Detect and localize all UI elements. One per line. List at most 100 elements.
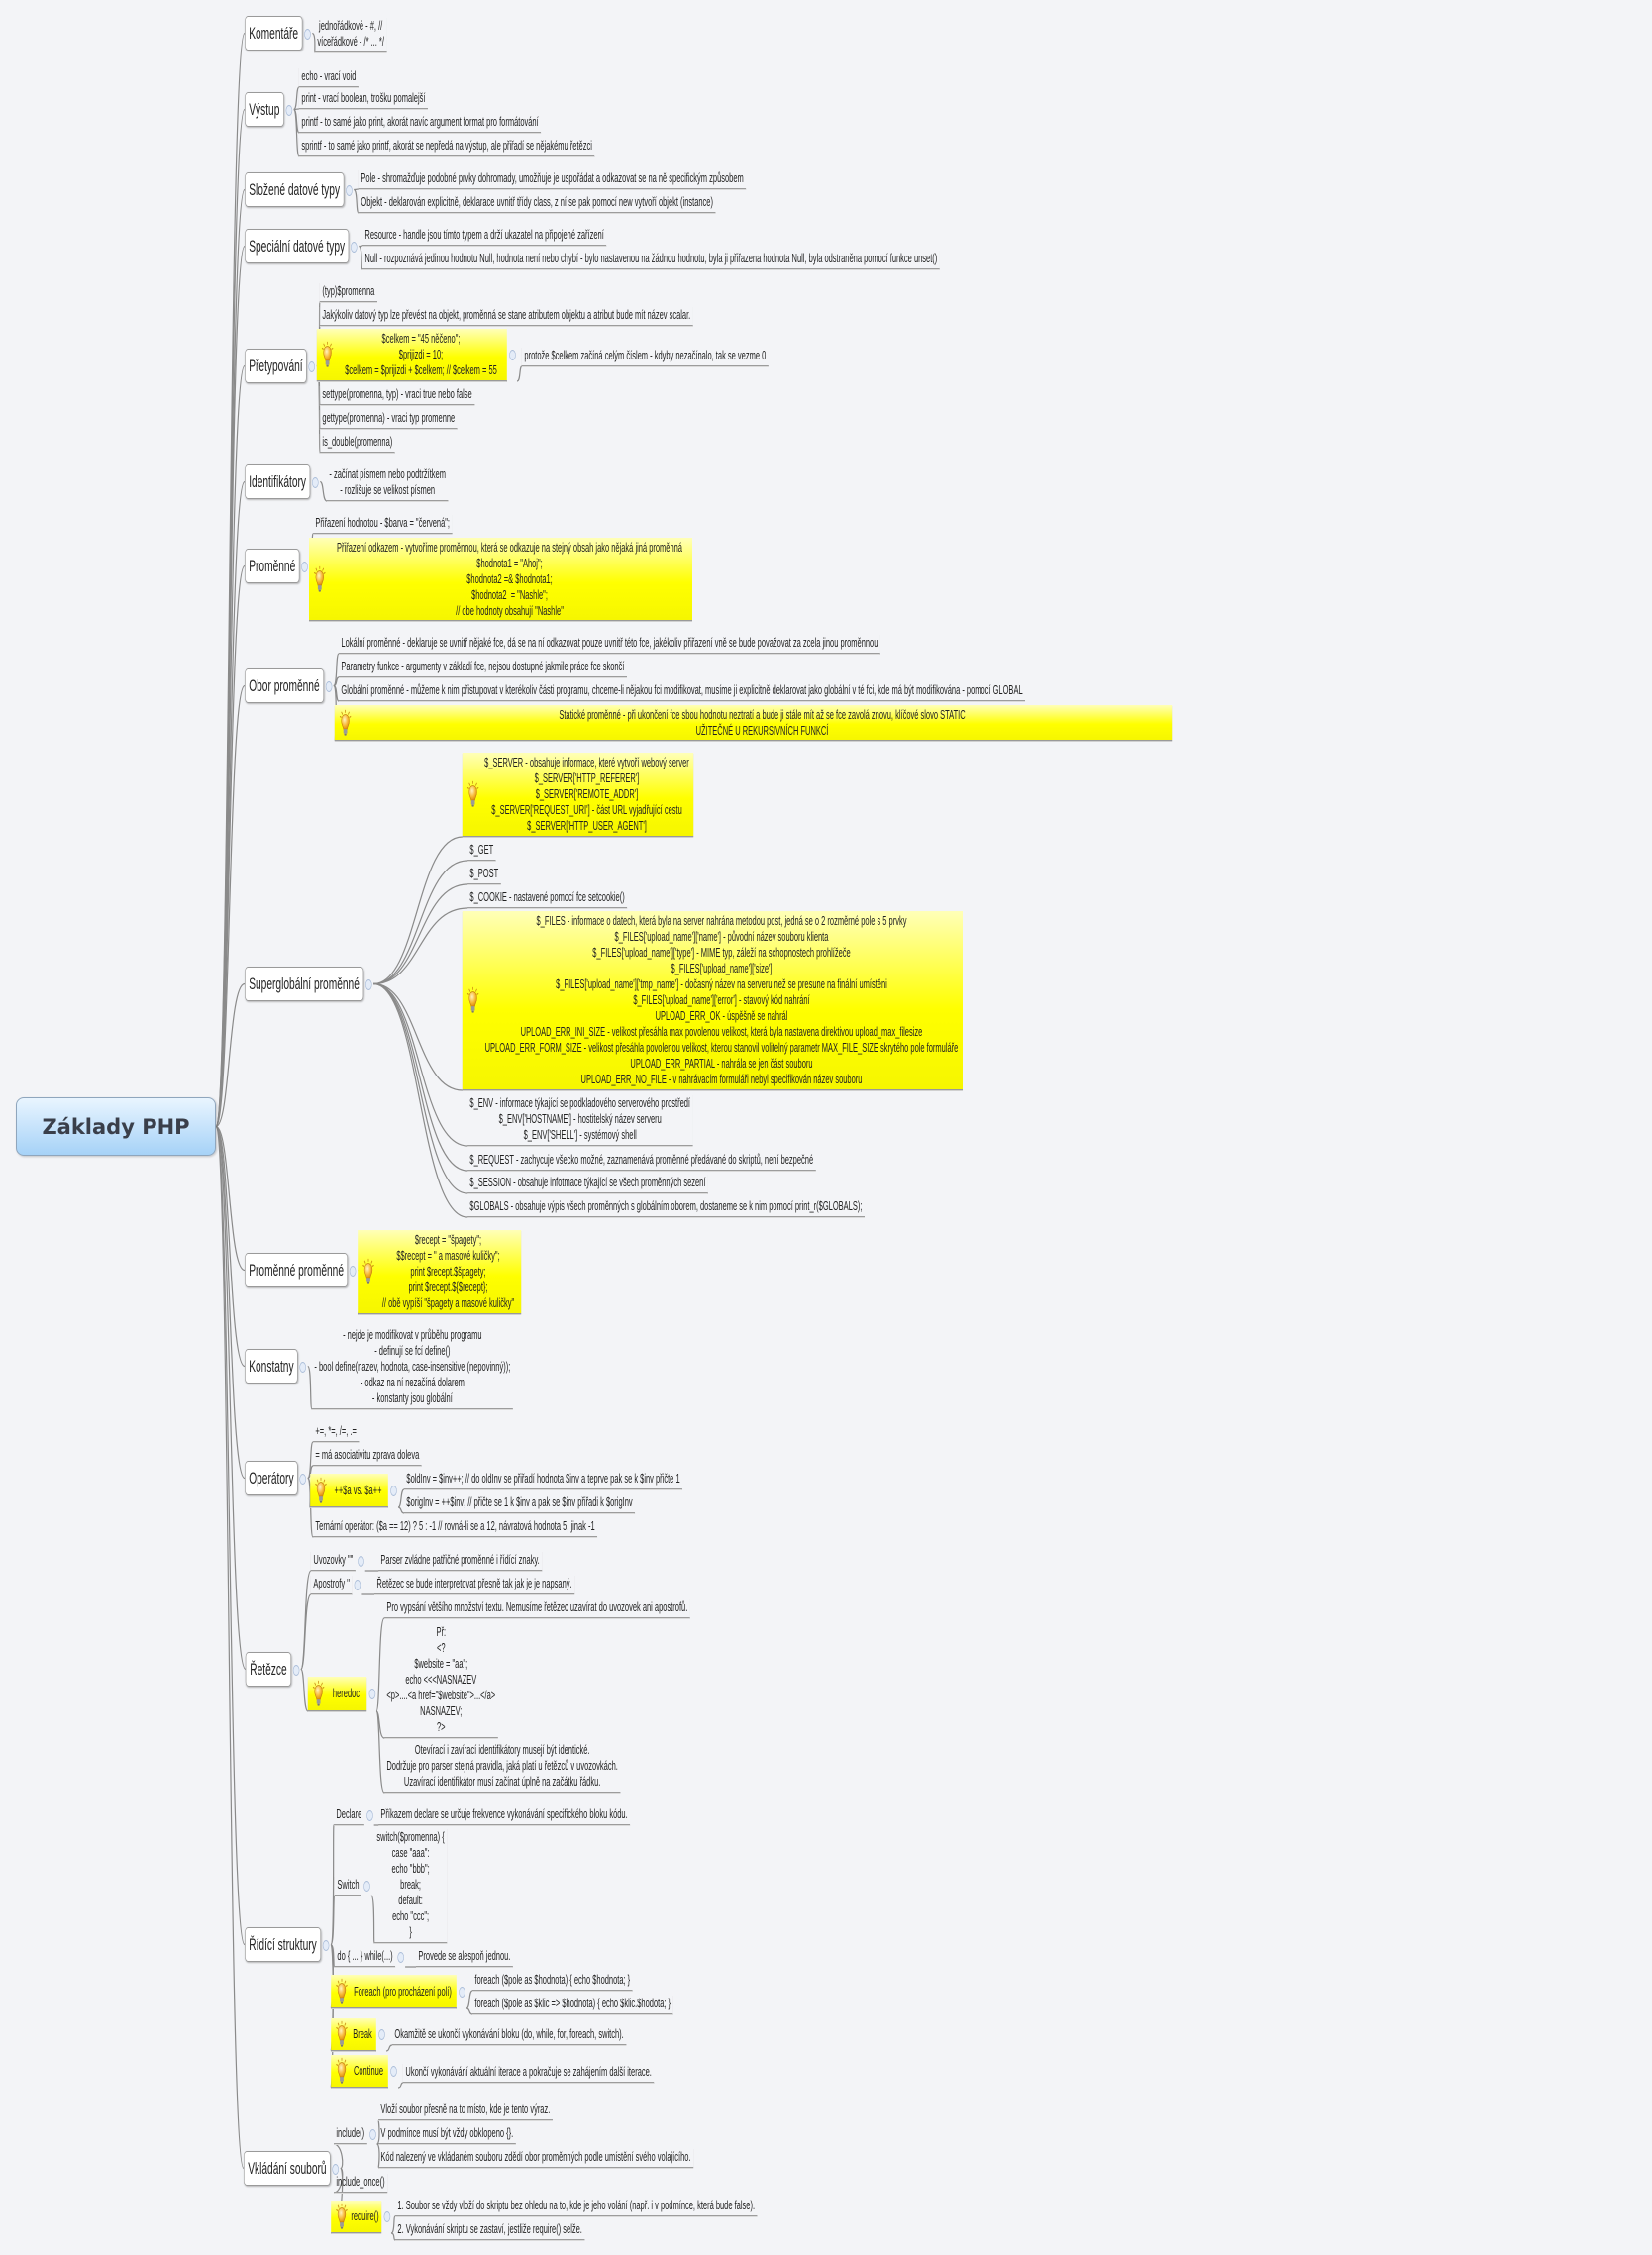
note-require[interactable]: require() bbox=[330, 2201, 390, 2233]
list-item[interactable]: Pro vypsání většího množství textu. Nemu… bbox=[383, 1598, 690, 1618]
list-item[interactable]: Provede se alespoň jednou. bbox=[416, 1947, 513, 1967]
code-block[interactable]: Př: <? $website = "aa"; echo <<<NASNAZEV… bbox=[383, 1623, 498, 1738]
collapse-toggle[interactable] bbox=[366, 1809, 373, 1821]
collapse-toggle[interactable] bbox=[325, 680, 333, 692]
collapse-toggle[interactable] bbox=[383, 2211, 390, 2222]
collapse-toggle[interactable] bbox=[312, 476, 319, 488]
note-foreach[interactable]: Foreach (pro procházení polí) bbox=[330, 1975, 465, 2008]
list-item[interactable]: Okamžitě se ukončí vykonávání bloku (do,… bbox=[392, 2025, 627, 2045]
code-block[interactable]: switch($promenna) { case "aaa": echo "bb… bbox=[374, 1828, 448, 1943]
list-item[interactable]: $oldInv = $inv++; // do oldInv se přiřad… bbox=[404, 1470, 683, 1489]
collapse-toggle[interactable] bbox=[378, 2029, 385, 2040]
note-item[interactable]: $recept = "špagety"; $$recept = " a maso… bbox=[357, 1230, 521, 1314]
collapse-toggle[interactable] bbox=[459, 1986, 465, 1998]
list-item[interactable]: Řetězec se bude interpretovat přesně tak… bbox=[374, 1575, 575, 1594]
subtopic-switch[interactable]: Switch bbox=[334, 1876, 370, 1896]
topic-konstanty[interactable]: Konstatny bbox=[244, 1349, 307, 1384]
note-item[interactable]: ++$a vs. $a++ bbox=[309, 1474, 397, 1507]
collapse-toggle[interactable] bbox=[304, 28, 311, 40]
list-item[interactable]: Vloží soubor přesně na to místo, kde je … bbox=[377, 2101, 553, 2120]
list-item[interactable]: 2. Vykonávání skriptu se zastaví, jestli… bbox=[395, 2220, 585, 2240]
list-item[interactable]: = má asociativitu zprava doleva bbox=[312, 1446, 422, 1466]
topic-komentare[interactable]: Komentáře bbox=[244, 16, 311, 51]
topic-pretypovani[interactable]: Přetypování bbox=[244, 349, 316, 383]
collapse-toggle[interactable] bbox=[332, 2163, 340, 2175]
topic-retezce[interactable]: Řetězce bbox=[245, 1652, 300, 1687]
list-item[interactable]: jednořádkové - #, // víceřádkové - /* ..… bbox=[315, 17, 387, 52]
note-continue[interactable]: Continue bbox=[330, 2055, 397, 2088]
topic-specialni-datove-typy[interactable]: Speciální datové typy bbox=[244, 229, 358, 263]
list-item[interactable]: protože $celkem začíná celým číslem - kd… bbox=[521, 347, 769, 366]
subtopic-include-once[interactable]: include_once() bbox=[333, 2173, 387, 2193]
note-item[interactable]: $_SERVER - obsahuje informace, které vyt… bbox=[462, 753, 693, 837]
list-item[interactable]: +=, *=, /=, .= bbox=[312, 1422, 360, 1442]
collapse-toggle[interactable] bbox=[299, 1361, 307, 1373]
list-item[interactable]: Jakýkoliv datový typ lze převést na obje… bbox=[319, 306, 693, 326]
topic-promenne[interactable]: Proměnné bbox=[244, 549, 308, 583]
note-item[interactable]: Statické proměnné - při ukončení fce sbo… bbox=[334, 705, 1172, 741]
collapse-toggle[interactable] bbox=[363, 1880, 370, 1892]
collapse-toggle[interactable] bbox=[390, 1485, 397, 1496]
subtopic-uvozovky[interactable]: Uvozovky "" bbox=[310, 1551, 364, 1571]
list-item[interactable]: foreach ($pole as $klic => $hodnota) { e… bbox=[472, 1995, 673, 2014]
note-item[interactable]: $_FILES - informace o datech, která byla… bbox=[462, 911, 963, 1090]
list-item[interactable]: 1. Soubor se vždy vloží do skriptu bez o… bbox=[395, 2197, 758, 2216]
list-item[interactable]: Příkazem declare se určuje frekvence vyk… bbox=[377, 1805, 631, 1825]
note-item[interactable]: $celkem = "45 něčeno"; $prijizdi = 10; $… bbox=[316, 329, 516, 381]
list-item[interactable]: print - vrací boolean, trošku pomalejší bbox=[298, 89, 428, 109]
collapse-toggle[interactable] bbox=[299, 1473, 307, 1485]
list-item[interactable]: is_double(promenna) bbox=[319, 433, 395, 453]
collapse-toggle[interactable] bbox=[397, 1951, 405, 1963]
subtopic-declare[interactable]: Declare bbox=[333, 1805, 373, 1825]
list-item[interactable]: $_SESSION - obsahuje infotmace týkající … bbox=[466, 1174, 708, 1193]
list-item[interactable]: printf - to samé jako print, akorát naví… bbox=[298, 113, 542, 133]
list-item[interactable]: Globální proměnné - můžeme k nim přistup… bbox=[339, 681, 1026, 701]
list-item[interactable]: $_REQUEST - zachycuje všecko možné, zazn… bbox=[466, 1151, 816, 1171]
list-item[interactable]: Resource - handle jsou tímto typem a drž… bbox=[362, 226, 607, 246]
topic-promenne-promenne[interactable]: Proměnné proměnné bbox=[244, 1253, 357, 1287]
list-item[interactable]: Parser zvládne patřičné proměnné i řídíc… bbox=[377, 1551, 543, 1571]
topic-operatory[interactable]: Operátory bbox=[244, 1461, 307, 1495]
collapse-toggle[interactable] bbox=[301, 561, 308, 572]
list-item[interactable]: $_POST bbox=[466, 865, 501, 884]
note-heredoc[interactable]: heredoc bbox=[307, 1677, 375, 1711]
list-item[interactable]: Pole - shromažďuje podobné prvky dohroma… bbox=[358, 169, 747, 189]
list-item[interactable]: Otevírací i zavírací identifikátory muse… bbox=[383, 1741, 621, 1793]
list-item[interactable]: foreach ($pole as $hodnota) { echo $hodn… bbox=[472, 1971, 633, 1991]
list-item[interactable]: $GLOBALS - obsahuje výpis všech proměnný… bbox=[466, 1197, 865, 1217]
list-item[interactable]: Přiřazení hodnotou - $barva = "červená"; bbox=[312, 514, 453, 534]
subtopic-do-while[interactable]: do { ... } while(...) bbox=[334, 1947, 405, 1967]
topic-identifikatory[interactable]: Identifikátory bbox=[244, 464, 319, 499]
topic-obor-promenne[interactable]: Obor proměnné bbox=[244, 668, 333, 703]
list-item[interactable]: $_COOKIE - nastavené pomocí fce setcooki… bbox=[466, 888, 628, 908]
note-item[interactable]: Přiřazení odkazem - vytvoříme proměnnou,… bbox=[309, 538, 692, 621]
list-item[interactable]: Parametry funkce - argumenty v základí f… bbox=[339, 658, 627, 677]
collapse-toggle[interactable] bbox=[509, 350, 516, 360]
collapse-toggle[interactable] bbox=[285, 104, 292, 116]
subtopic-include[interactable]: include() bbox=[333, 2124, 376, 2144]
collapse-toggle[interactable] bbox=[358, 1555, 364, 1567]
collapse-toggle[interactable] bbox=[351, 241, 358, 253]
collapse-toggle[interactable] bbox=[292, 1664, 300, 1676]
collapse-toggle[interactable] bbox=[368, 2128, 376, 2140]
collapse-toggle[interactable] bbox=[308, 360, 316, 372]
list-item[interactable]: $origInv = ++$inv; // přičte se 1 k $inv… bbox=[404, 1493, 636, 1513]
list-item[interactable]: $_GET bbox=[466, 841, 496, 861]
collapse-toggle[interactable] bbox=[364, 978, 372, 990]
list-item[interactable]: sprintf - to samé jako printf, akorát se… bbox=[298, 137, 595, 156]
list-item[interactable]: $_ENV - informace týkající se podkladové… bbox=[466, 1094, 693, 1146]
note-break[interactable]: Break bbox=[330, 2018, 385, 2051]
root-topic[interactable]: Základy PHP bbox=[16, 1097, 216, 1156]
collapse-toggle[interactable] bbox=[346, 184, 353, 196]
collapse-toggle[interactable] bbox=[354, 1579, 361, 1590]
collapse-toggle[interactable] bbox=[390, 2066, 397, 2077]
list-item[interactable]: Ukončí vykonávání aktuální iterace a pok… bbox=[402, 2063, 655, 2083]
list-item[interactable]: (typ)$promenna bbox=[319, 282, 377, 302]
collapse-toggle[interactable] bbox=[322, 1939, 330, 1951]
list-item[interactable]: Lokální proměnné - deklaruje se uvnitř n… bbox=[339, 634, 880, 654]
subtopic-apostrofy[interactable]: Apostrofy '' bbox=[310, 1575, 361, 1594]
collapse-toggle[interactable] bbox=[350, 1265, 357, 1277]
list-item[interactable]: echo - vrací void bbox=[298, 67, 359, 87]
list-item[interactable]: gettype(promenna) - vraci typ promenne bbox=[319, 409, 458, 429]
topic-slozene-datove-typy[interactable]: Složené datové typy bbox=[244, 172, 353, 207]
